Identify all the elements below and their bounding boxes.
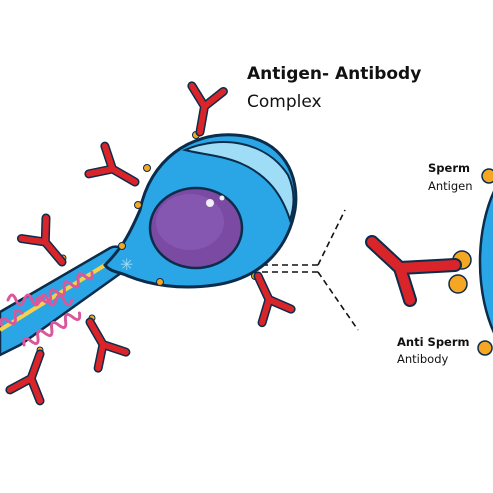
complex-title-line1: Antigen- Antibody (247, 64, 422, 84)
anti-sperm-label-line1: Anti Sperm (397, 335, 470, 349)
acrosome-asterisk-icon: ✳ (120, 255, 133, 274)
sperm-antigen-label-line1: Sperm (428, 161, 470, 175)
antibody-icon (21, 218, 74, 272)
antibody-icon (89, 146, 143, 196)
sperm-head: ✳ (36, 131, 298, 354)
antibody-icon (184, 86, 223, 135)
antibody-icon (365, 235, 462, 307)
complex-title-line2: Complex (247, 92, 322, 112)
sperm-antigen-label-line2: Antigen (428, 179, 473, 193)
anti-sperm-label-line2: Antibody (397, 352, 449, 366)
antibody-icon (10, 349, 55, 401)
antibody-icon (76, 314, 126, 368)
connector-lines (262, 209, 359, 331)
antibody-icon (243, 269, 291, 322)
antigen-icon (448, 168, 493, 356)
sperm-surface-zoom (365, 168, 493, 356)
